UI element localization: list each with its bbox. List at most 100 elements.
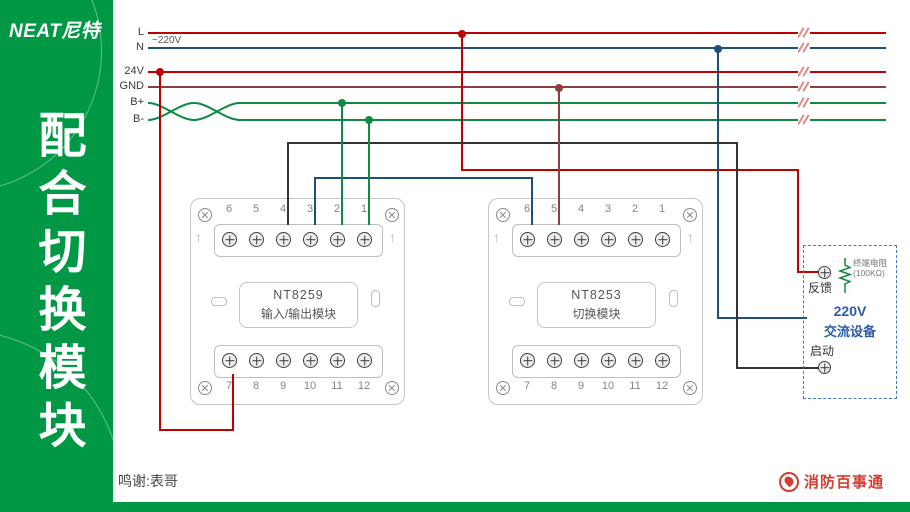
terminal-number: 3 (604, 203, 612, 215)
bus-line-GND (148, 86, 886, 88)
corner-screw-icon (496, 381, 510, 395)
wire-L-device (461, 33, 463, 170)
terminal-screw-icon (520, 232, 535, 247)
bus-line-N (148, 47, 886, 49)
terminal-number: 4 (577, 203, 585, 215)
sidebar: NEAT尼特 配合切换模块 (0, 0, 113, 512)
device-name-label: 交流设备 (823, 324, 876, 339)
bus-break-mark (797, 114, 810, 126)
bus-break-mark (797, 27, 810, 39)
terminal-number: 3 (306, 203, 314, 215)
terminal-number: 7 (523, 380, 531, 392)
terminal-screw-icon (249, 353, 264, 368)
device-voltage-label: 220V (833, 303, 867, 319)
bus-break-mark (797, 81, 810, 93)
terminal-screw-icon (574, 232, 589, 247)
corner-screw-icon (385, 381, 399, 395)
ac-device-box: 反馈 终端电阻 (100KΩ) 220V 交流设备 启动 (803, 245, 897, 399)
mounting-slot (669, 290, 678, 307)
terminal-screw-icon (547, 232, 562, 247)
bus-label-Bminus: B- (133, 113, 144, 125)
junction-dot (365, 116, 373, 124)
wire-start (287, 142, 738, 144)
bus-label-L: L (137, 26, 144, 38)
terminal-number: 12 (357, 380, 371, 392)
wire-N-device (717, 317, 807, 319)
credit-text: 鸣谢:表哥 (118, 473, 178, 489)
wire-N-device (717, 48, 719, 319)
footer-logo: 消防百事通 (779, 471, 884, 492)
module-name: 输入/输出模块 (260, 307, 337, 321)
terminal-number: 8 (252, 380, 260, 392)
wire-24V-module (159, 429, 234, 431)
terminal-screw-icon (303, 232, 318, 247)
wire-Bminus-module (368, 120, 370, 225)
corner-screw-icon (683, 381, 697, 395)
bus-line-24V (148, 71, 886, 73)
orientation-arrow-icon: ↑ (493, 229, 500, 245)
terminal-number: 5 (252, 203, 260, 215)
mounting-slot (371, 290, 380, 307)
wire-module-link (314, 177, 316, 225)
terminal-screw-icon (357, 353, 372, 368)
terminal-number: 1 (360, 203, 368, 215)
terminal-number: 2 (333, 203, 341, 215)
page-title: 配合切换模块 (30, 110, 84, 458)
wire-start (736, 367, 819, 369)
terminal-screw-icon (655, 232, 670, 247)
wire-Bplus-module (341, 103, 343, 225)
module-model: NT8259 (273, 288, 324, 302)
terminal-screw-icon (330, 232, 345, 247)
corner-screw-icon (198, 208, 212, 222)
terminal-screw-icon (303, 353, 318, 368)
terminal-screw-icon (628, 232, 643, 247)
start-terminal-icon (818, 361, 831, 374)
corner-screw-icon (385, 208, 399, 222)
fire-brand-icon (779, 471, 799, 492)
mounting-slot (509, 297, 525, 306)
terminal-number: 12 (655, 380, 669, 392)
flame-icon (782, 474, 796, 488)
wire-GND-module (558, 87, 560, 225)
terminal-number: 8 (550, 380, 558, 392)
corner-screw-icon (683, 208, 697, 222)
bus-line-L (148, 32, 886, 34)
bus-break-mark (797, 97, 810, 109)
terminal-strip-top (512, 224, 681, 257)
module-label: NT8253 切换模块 (537, 282, 656, 328)
start-label: 启动 (810, 344, 835, 358)
bus-label-N: N (136, 41, 144, 53)
terminal-screw-icon (601, 353, 616, 368)
module-nt8253: 6 5 4 3 2 1 ↑ ↑ NT8253 切换模块 7 (488, 198, 703, 405)
terminal-number: 5 (550, 203, 558, 215)
terminal-number: 1 (658, 203, 666, 215)
voltage-note: ~220V (152, 35, 182, 46)
wire-L-device (461, 169, 799, 171)
terminal-number: 2 (631, 203, 639, 215)
wire-L-device (797, 169, 799, 273)
resistor-label-line: 终端电阻 (853, 258, 888, 268)
terminal-number: 11 (331, 380, 343, 392)
bus-line-Bminus (238, 119, 886, 121)
terminal-screw-icon (222, 353, 237, 368)
terminal-screw-icon (330, 353, 345, 368)
terminal-number: 10 (601, 380, 615, 392)
resistor-label-line: (100KΩ) (853, 268, 885, 278)
twisted-pair-icon (148, 101, 240, 122)
terminal-number: 11 (629, 380, 641, 392)
module-name: 切换模块 (572, 307, 621, 321)
terminal-screw-icon (574, 353, 589, 368)
terminal-screw-icon (222, 232, 237, 247)
bus-break-mark (797, 66, 810, 78)
terminal-number: 4 (279, 203, 287, 215)
brand-logo: NEAT尼特 (9, 21, 101, 42)
terminal-screw-icon (601, 232, 616, 247)
terminal-strip-bottom (214, 345, 383, 378)
bus-label-24V: 24V (124, 65, 144, 77)
terminal-screw-icon (249, 232, 264, 247)
terminal-screw-icon (628, 353, 643, 368)
terminal-number: 6 (523, 203, 531, 215)
terminal-screw-icon (357, 232, 372, 247)
wire-24V-module (159, 72, 161, 431)
